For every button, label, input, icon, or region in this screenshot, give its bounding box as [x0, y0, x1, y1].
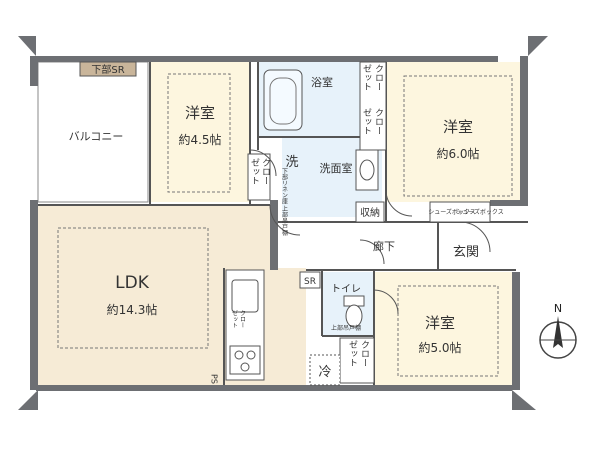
refrigerator-label: 冷	[318, 365, 331, 380]
washroom-label: 洗面室	[320, 161, 353, 175]
compass-n-label: N	[554, 302, 562, 315]
entrance-label: 玄関	[453, 245, 479, 260]
hallway-label: 廊下	[373, 239, 395, 253]
storage-sr-top-label: 下部SR	[91, 63, 124, 76]
room-top-left-name: 洋室	[185, 104, 215, 122]
shoe-box-label-2: シューズボックス	[456, 208, 504, 216]
ldk-name: LDK	[115, 273, 150, 293]
pipe-space-label: PS	[210, 374, 219, 384]
room-top-left-area: 約4.5帖	[178, 132, 221, 147]
compass-icon	[539, 316, 577, 359]
hallway-area	[306, 222, 438, 270]
storage-sr-small-box	[299, 271, 321, 289]
closet-c-label-1: クロー	[260, 158, 270, 185]
kitchen-counter-icon	[225, 269, 265, 381]
sr-small-label: SR	[304, 277, 316, 287]
washbasin-icon	[355, 149, 379, 191]
refrigerator-space	[309, 354, 341, 386]
bath-label: 浴室	[311, 75, 333, 89]
walls	[18, 36, 548, 410]
closet-c-label-2: ゼット	[249, 158, 260, 185]
upper-cabinet-toilet-label: 上部吊戸棚	[331, 324, 361, 332]
ldk-area: 約14.3帖	[107, 302, 158, 317]
balcony-area	[37, 61, 149, 203]
room-top-right-area: 約6.0帖	[436, 146, 479, 161]
western-room-top-left-area	[150, 62, 250, 202]
closets	[247, 61, 491, 384]
toilet-fixture-icon	[343, 295, 365, 328]
room-bottom-right-name: 洋室	[425, 314, 455, 332]
closet-d-label-2: ゼット	[347, 340, 358, 367]
closet-e-label-1: クロー	[239, 310, 246, 328]
closet-a-label-1: クロー	[373, 64, 383, 91]
toilet-label: トイレ	[331, 284, 361, 295]
western-room-top-right-area	[386, 62, 528, 202]
entrance-area	[438, 222, 494, 270]
shoe-box-label-1: シューズボックス	[428, 208, 476, 216]
laundry-label: 洗	[285, 155, 298, 170]
bathtub-icon	[263, 69, 303, 131]
dashed-outlines	[57, 73, 513, 377]
closet-e-label-2: ゼット	[231, 309, 238, 328]
closet-b-label-2: ゼット	[361, 108, 372, 135]
storage-sr-top-box	[79, 61, 137, 77]
closet-b-label-1: クロー	[373, 108, 383, 135]
room-bottom-right-area: 約5.0帖	[418, 340, 461, 355]
room-top-right-name: 洋室	[443, 118, 473, 136]
balcony-label: バルコニー	[69, 130, 124, 143]
closet-a-label-2: ゼット	[361, 64, 372, 91]
storage-label: 収納	[360, 206, 380, 219]
linen-shelf-label: 下部リネン庫 上部吊戸棚	[281, 168, 288, 237]
doors	[249, 149, 491, 315]
closet-d-label-1: クロー	[359, 340, 369, 367]
